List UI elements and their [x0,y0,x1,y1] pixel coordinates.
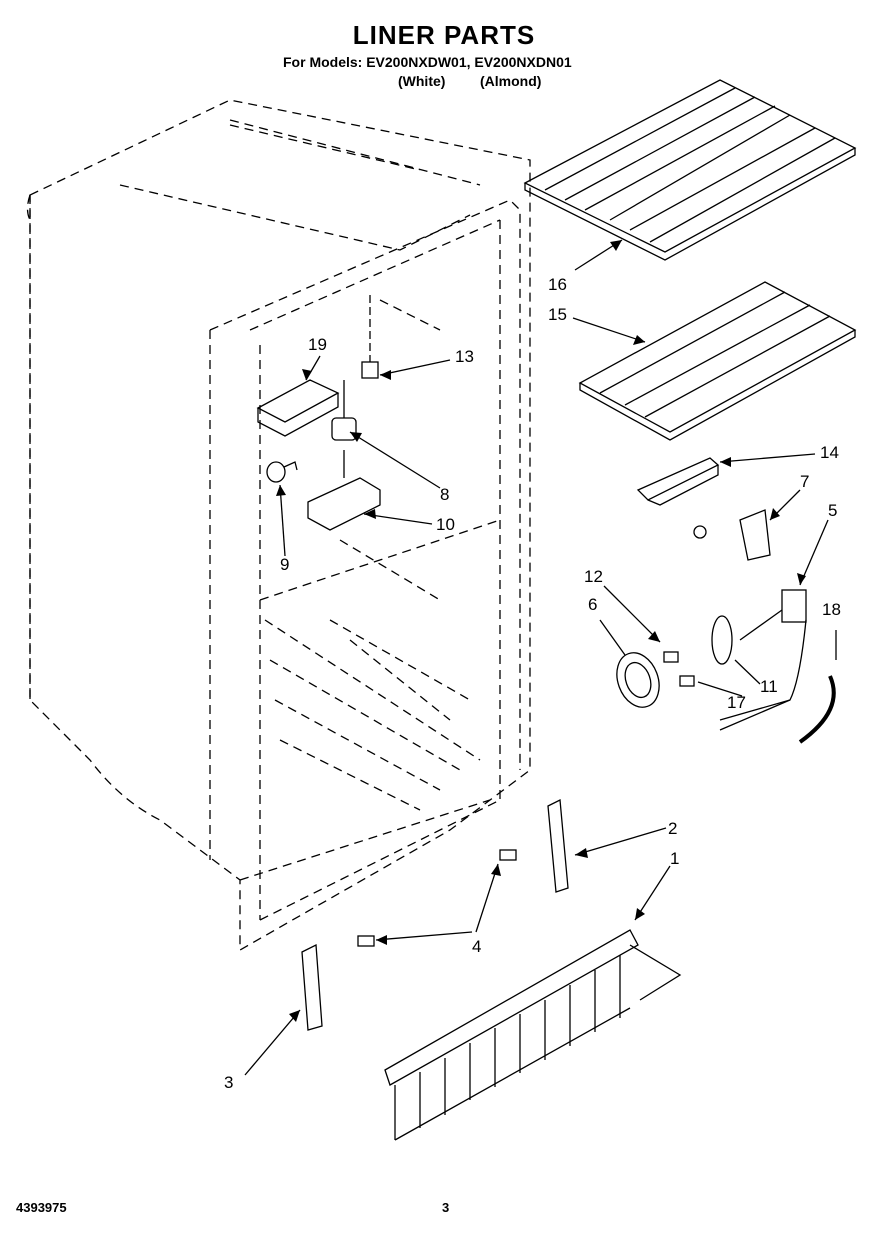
escutcheon-11 [711,615,733,665]
shelf-15 [578,281,857,441]
callout-18: 18 [822,600,841,619]
variant-almond: (Almond) [480,73,542,89]
part-13 [361,295,379,379]
shelf-16 [523,79,857,261]
tube-18 [798,675,836,744]
bracket-14 [636,457,720,506]
callout-17: 17 [727,693,746,712]
callout-labels: 16 15 19 13 14 7 5 8 10 9 12 6 18 11 17 … [224,275,841,1092]
callout-13: 13 [455,347,474,366]
callout-16: 16 [548,275,567,294]
page-title: LINER PARTS [352,20,536,50]
callout-9: 9 [280,555,289,574]
page-number: 3 [442,1200,450,1215]
part-7 [693,509,771,561]
callout-10: 10 [436,515,455,534]
shield-10 [307,450,381,531]
cabinet-outline [26,99,531,952]
callout-8: 8 [440,485,449,504]
variant-white: (White) [398,73,446,89]
control-5 [719,589,807,731]
callout-11: 11 [760,677,778,696]
models-line: For Models: EV200NXDW01, EV200NXDN01 [283,54,572,70]
bracket-2 [547,798,569,893]
leader-lines [244,239,837,1076]
bulb-9 [266,461,298,483]
part-number: 4393975 [16,1200,67,1215]
light-housing-19 [256,379,340,437]
socket-8 [331,380,357,441]
callout-12: 12 [584,567,603,586]
callout-19: 19 [308,335,327,354]
callout-1: 1 [670,849,679,868]
callout-3: 3 [224,1073,233,1092]
knob-6 [616,652,660,708]
callout-14: 14 [820,443,839,462]
screw-12 [663,651,679,663]
callout-5: 5 [828,501,837,520]
screw-17 [679,675,695,687]
callout-6: 6 [588,595,597,614]
screw-4b [357,935,375,947]
callout-4: 4 [472,937,481,956]
callout-15: 15 [548,305,567,324]
screw-4a [499,849,517,861]
callout-7: 7 [800,472,809,491]
bracket-3 [301,943,323,1031]
basket-rail-1 [384,929,682,1141]
callout-2: 2 [668,819,677,838]
arrowheads [276,240,806,1022]
